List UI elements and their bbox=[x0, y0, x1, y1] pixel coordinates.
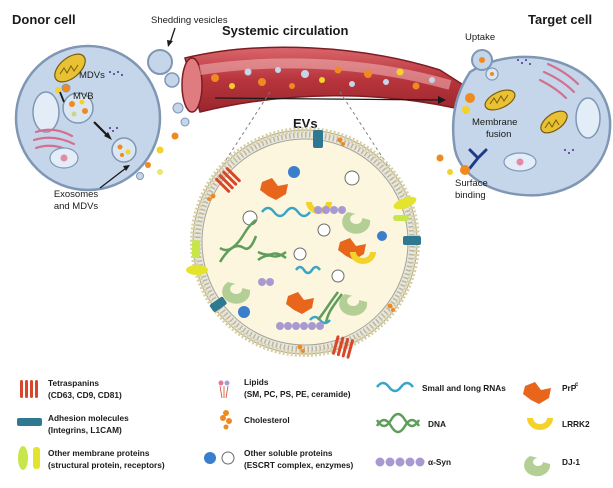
lipid-icon bbox=[218, 380, 230, 399]
svg-text:Other membrane proteins: Other membrane proteins bbox=[48, 448, 150, 458]
ev-dj1-1 bbox=[342, 212, 371, 234]
target-mitochondrion-icon bbox=[484, 89, 568, 134]
membrane-protein-icon bbox=[18, 446, 40, 470]
svg-text:Cholesterol: Cholesterol bbox=[244, 415, 290, 425]
ev-dj1-3 bbox=[339, 294, 368, 316]
exosomes-label-line2: and MDVs bbox=[54, 201, 99, 212]
lrrk2-icon bbox=[527, 418, 553, 430]
svg-text:(SM, PC, PS, PE, ceramide): (SM, PC, PS, PE, ceramide) bbox=[244, 389, 351, 399]
blue-protein-icon bbox=[204, 452, 216, 464]
ev-rna-2 bbox=[294, 265, 322, 275]
systemic-circulation-title: Systemic circulation bbox=[222, 23, 348, 38]
mdvs-label: MDVs bbox=[79, 70, 105, 81]
asyn-icon bbox=[375, 457, 425, 467]
adhesion-icon bbox=[17, 418, 42, 426]
svg-text:PrP: PrP bbox=[562, 383, 577, 393]
ev-tetraspanin-bottom-right bbox=[332, 335, 354, 359]
ev-asyn-3 bbox=[258, 278, 274, 286]
dj1-icon bbox=[524, 456, 551, 477]
legend-lrrk2: LRRK2 bbox=[527, 418, 590, 430]
target-cell bbox=[436, 49, 612, 197]
blood-vessel bbox=[181, 46, 466, 113]
svg-text:(structural protein, receptors: (structural protein, receptors) bbox=[48, 460, 165, 470]
target-cell-title: Target cell bbox=[528, 12, 592, 27]
legend-dna: DNA bbox=[375, 412, 446, 434]
legend-lipids: Lipids (SM, PC, PS, PE, ceramide) bbox=[218, 377, 351, 399]
zoom-lines bbox=[221, 91, 389, 167]
ev-dj1-2 bbox=[222, 282, 251, 304]
svg-text:DJ-1: DJ-1 bbox=[562, 457, 580, 467]
nucleus-icon bbox=[32, 91, 60, 133]
legend-asyn: α-Syn bbox=[375, 457, 451, 467]
exosomes-label-line1: Exosomes bbox=[54, 189, 99, 200]
ev-rna-1 bbox=[261, 206, 311, 218]
mitochondrion-icon bbox=[54, 53, 86, 83]
legend-dj1: DJ-1 bbox=[524, 456, 580, 477]
target-golgi-icon bbox=[538, 62, 580, 100]
ev-asyn-2 bbox=[276, 322, 324, 330]
legend-cholesterol: Cholesterol bbox=[220, 410, 290, 430]
ev-adhesion-top bbox=[313, 130, 323, 148]
svg-text:c: c bbox=[575, 382, 579, 388]
svg-text:Adhesion molecules: Adhesion molecules bbox=[48, 413, 129, 423]
svg-text:(ESCRT complex, enzymes): (ESCRT complex, enzymes) bbox=[244, 460, 354, 470]
legend-tetraspanins: Tetraspanins (CD63, CD9, CD81) bbox=[20, 378, 122, 400]
membrane-fusion-label-line2: fusion bbox=[486, 129, 511, 140]
ev-dna-3 bbox=[316, 291, 344, 323]
legend-other-membrane: Other membrane proteins (structural prot… bbox=[18, 446, 165, 470]
tetraspanin-icon bbox=[20, 380, 38, 398]
shedding-vesicles-label: Shedding vesicles bbox=[151, 15, 228, 26]
ev-adhesion-left bbox=[209, 296, 227, 312]
svg-text:Small and long RNAs: Small and long RNAs bbox=[422, 383, 506, 393]
svg-text:Lipids: Lipids bbox=[244, 377, 269, 387]
ev-asyn-1 bbox=[314, 206, 346, 214]
white-protein-icon bbox=[221, 451, 235, 465]
ev-prp-2 bbox=[338, 238, 366, 260]
svg-text:(CD63, CD9, CD81): (CD63, CD9, CD81) bbox=[48, 390, 122, 400]
shedding-vesicles bbox=[136, 102, 190, 180]
legend-prp: PrP c bbox=[523, 382, 579, 404]
ev-prp-1 bbox=[260, 178, 288, 200]
surface-receptor-icon bbox=[460, 148, 488, 175]
legend-other-soluble: Other soluble proteins (ESCRT complex, e… bbox=[204, 448, 354, 470]
donor-cell-title: Donor cell bbox=[12, 12, 76, 27]
svg-text:α-Syn: α-Syn bbox=[428, 457, 451, 467]
membrane-fusion-label-line1: Membrane bbox=[472, 117, 517, 128]
dna-icon bbox=[375, 412, 421, 434]
mvb-label: MVB bbox=[73, 91, 94, 102]
ev-rna-3 bbox=[309, 315, 331, 325]
ev-membrane-protein-left bbox=[186, 240, 208, 275]
svg-text:(Integrins, L1CAM): (Integrins, L1CAM) bbox=[48, 425, 122, 435]
uptake-label: Uptake bbox=[465, 32, 495, 43]
cholesterol-icon bbox=[220, 410, 232, 430]
rna-icon bbox=[376, 381, 414, 393]
ev-dna-1 bbox=[218, 218, 258, 263]
surface-binding-label-line1: Surface bbox=[455, 178, 488, 189]
prp-icon bbox=[523, 382, 551, 404]
ev-tetraspanin-top-left bbox=[215, 167, 241, 193]
mvb-icon bbox=[62, 92, 94, 124]
ev-adhesion-right bbox=[403, 236, 421, 245]
ev-vesicle bbox=[186, 127, 421, 359]
surface-binding-label-line2: binding bbox=[455, 190, 486, 201]
svg-text:DNA: DNA bbox=[428, 419, 446, 429]
svg-text:Other soluble proteins: Other soluble proteins bbox=[244, 448, 333, 458]
ev-dna-2 bbox=[257, 250, 287, 262]
donor-cell bbox=[14, 44, 180, 192]
legend-adhesion: Adhesion molecules (Integrins, L1CAM) bbox=[17, 413, 129, 435]
svg-text:LRRK2: LRRK2 bbox=[562, 419, 590, 429]
ev-prp-3 bbox=[286, 292, 314, 314]
ev-lrrk2-2 bbox=[350, 252, 376, 264]
ev-membrane-protein-right bbox=[393, 196, 417, 221]
legend-rna: Small and long RNAs bbox=[376, 381, 506, 393]
svg-text:Tetraspanins: Tetraspanins bbox=[48, 378, 99, 388]
